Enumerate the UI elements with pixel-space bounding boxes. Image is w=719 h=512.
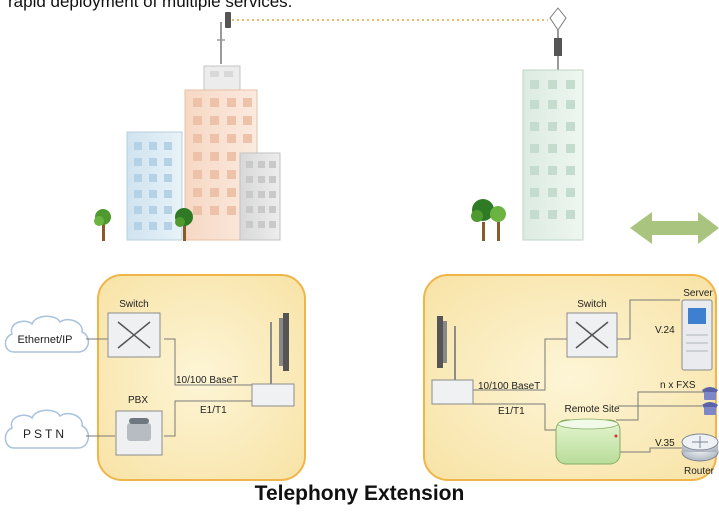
router-label: Router bbox=[684, 466, 715, 477]
left-link-e1-label: E1/T1 bbox=[200, 405, 227, 416]
server-label: Server bbox=[683, 288, 713, 299]
double-arrow-icon bbox=[630, 212, 719, 244]
building-gray-icon bbox=[239, 152, 281, 241]
left-wires bbox=[86, 338, 252, 437]
phone-icon bbox=[702, 402, 718, 415]
pbx-label: PBX bbox=[128, 395, 148, 406]
tree-icon bbox=[471, 199, 494, 241]
tree-icon bbox=[175, 208, 193, 241]
left-antenna-icon bbox=[217, 12, 231, 64]
remote-site-unit-icon bbox=[555, 418, 621, 465]
tree-icon bbox=[490, 206, 506, 241]
router-icon bbox=[681, 433, 719, 462]
tree-icon bbox=[94, 209, 111, 241]
link-fxs-label: n x FXS bbox=[660, 380, 696, 391]
right-panel bbox=[423, 274, 717, 481]
phone-icon bbox=[702, 387, 718, 400]
building-green-icon bbox=[522, 69, 584, 241]
right-switch-icon bbox=[566, 312, 618, 358]
right-switch-label: Switch bbox=[577, 299, 606, 310]
left-link-ethernet-label: 10/100 BaseT bbox=[176, 375, 238, 386]
link-v24-label: V.24 bbox=[655, 325, 675, 336]
left-switch-label: Switch bbox=[119, 299, 148, 310]
cloud-label-ethernet: Ethernet/IP bbox=[17, 334, 72, 346]
building-peach-icon bbox=[184, 65, 258, 241]
cloud-label-pstn: PSTN bbox=[23, 427, 67, 441]
building-blue-icon bbox=[126, 131, 183, 241]
ethernet-cloud-icon bbox=[4, 315, 90, 353]
pstn-cloud-icon bbox=[4, 409, 90, 449]
right-antenna-icon bbox=[549, 7, 567, 70]
right-link-e1-label: E1/T1 bbox=[498, 406, 525, 417]
remote-site-label: Remote Site bbox=[564, 404, 619, 415]
diagram-title: Telephony Extension bbox=[254, 482, 465, 505]
right-radio-unit-icon bbox=[431, 316, 474, 405]
right-wires bbox=[473, 299, 708, 453]
right-link-ethernet-label: 10/100 BaseT bbox=[478, 381, 540, 392]
left-switch-icon bbox=[107, 312, 161, 358]
link-v35-label: V.35 bbox=[655, 438, 675, 449]
top-caption: rapid deployment of multiple services. bbox=[8, 0, 293, 11]
pbx-phone-icon bbox=[115, 410, 163, 456]
left-radio-unit-icon bbox=[251, 313, 295, 407]
server-icon bbox=[681, 299, 713, 371]
